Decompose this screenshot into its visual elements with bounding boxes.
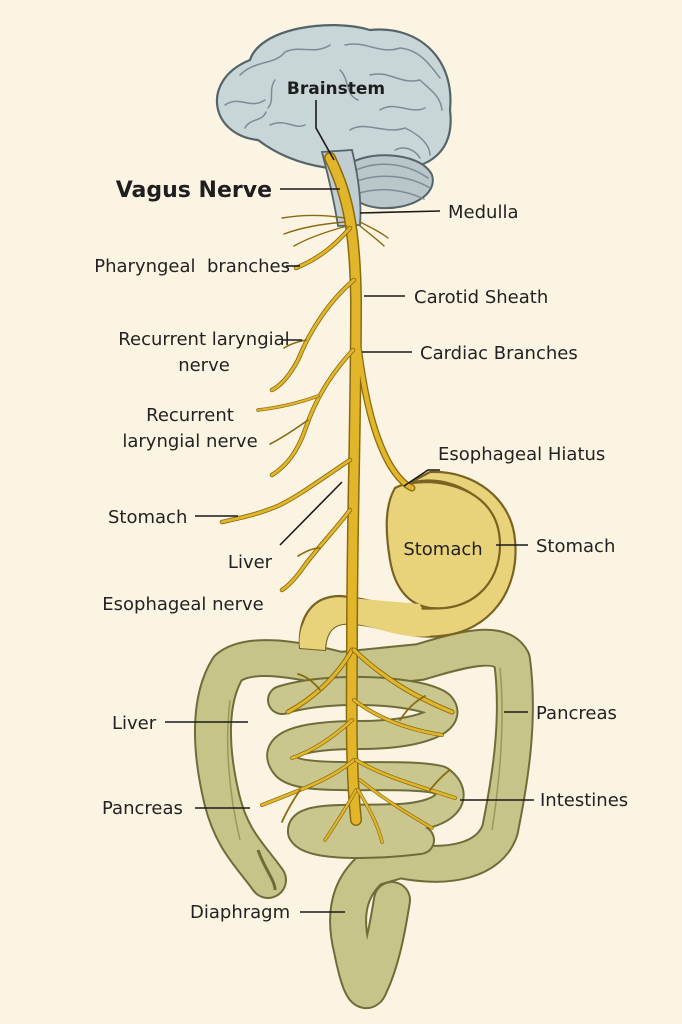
leader-medulla — [359, 210, 441, 214]
label-intestines: Intestines — [540, 790, 628, 811]
label-esophageal-hiatus: Esophageal Hiatus — [438, 444, 605, 465]
nerve-branches — [219, 214, 457, 844]
labels: Brainstem Vagus Nerve Medulla Pharyngeal… — [94, 79, 628, 923]
label-vagus-nerve: Vagus Nerve — [116, 178, 272, 203]
recurrent-laryngeal-branch-1 — [269, 277, 357, 393]
label-pharyngeal-branches: Pharyngeal branches — [94, 256, 290, 277]
pharyngeal-branches — [281, 214, 389, 271]
label-stomach-organ: Stomach — [403, 539, 482, 560]
label-diaphragm: Diaphragm — [190, 902, 290, 923]
label-esophageal-nerve: Esophageal nerve — [102, 594, 264, 615]
cerebellum-folia — [351, 163, 431, 200]
intestines-organ — [194, 628, 534, 1010]
label-recurrent-laryngeal-2b: laryngial nerve — [122, 431, 257, 452]
label-liver-upper: Liver — [228, 552, 273, 573]
label-brainstem: Brainstem — [287, 79, 385, 99]
label-carotid-sheath: Carotid Sheath — [414, 287, 548, 308]
label-medulla: Medulla — [448, 202, 518, 223]
recurrent-laryngeal-branch-2 — [256, 347, 356, 478]
stomach-organ — [298, 470, 517, 652]
label-recurrent-laryngeal-2a: Recurrent — [146, 405, 234, 426]
label-recurrent-laryngeal-1b: nerve — [178, 355, 230, 376]
leader-liver-upper — [279, 481, 343, 546]
label-pancreas-left: Pancreas — [102, 798, 183, 819]
brain-gyri — [224, 43, 443, 159]
brain — [215, 24, 452, 227]
label-recurrent-laryngeal-1a: Recurrent laryngial — [118, 329, 289, 350]
leader-esophageal-hiatus — [403, 469, 440, 487]
label-cardiac-branches: Cardiac Branches — [420, 343, 578, 364]
label-stomach-left: Stomach — [108, 507, 187, 528]
label-pancreas-right: Pancreas — [536, 703, 617, 724]
intestinal-branches — [260, 647, 457, 844]
leader-lines — [165, 100, 534, 913]
label-stomach-right: Stomach — [536, 536, 615, 557]
label-liver-lower: Liver — [112, 713, 157, 734]
leader-brainstem — [315, 100, 335, 161]
gastric-branch-left — [219, 457, 353, 525]
hepatic-branch — [279, 507, 353, 593]
